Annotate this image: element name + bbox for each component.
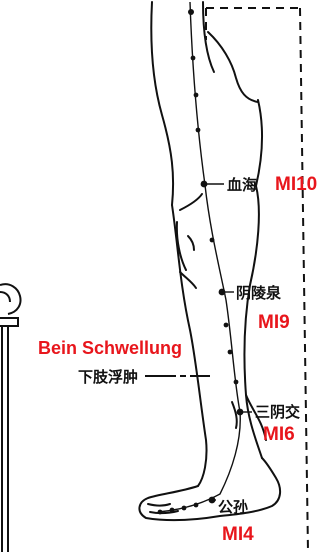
- point-mi4-code: MI4: [222, 524, 254, 545]
- point-mi6-code: MI6: [263, 424, 295, 445]
- point-mi9-code: MI9: [258, 312, 290, 333]
- point-mi9-cn-label: 阴陵泉: [236, 284, 282, 302]
- leader-lines: [145, 183, 252, 501]
- spleen-meridian-line: [157, 1, 244, 515]
- point-mi4-cn-label: 公孙: [218, 498, 248, 516]
- indication-chinese-label: 下肢浮肿: [78, 368, 138, 386]
- point-mi10-cn-label: 血海: [227, 176, 257, 194]
- point-mi10-code: MI10: [275, 174, 317, 195]
- indication-german-label: Bein Schwellung: [38, 338, 182, 358]
- point-mi6-cn-label: 三阴交: [255, 403, 300, 421]
- left-figure-fragment: [0, 283, 22, 552]
- meridian-dashed-guide: [205, 7, 309, 552]
- leg-outline: [138, 1, 282, 522]
